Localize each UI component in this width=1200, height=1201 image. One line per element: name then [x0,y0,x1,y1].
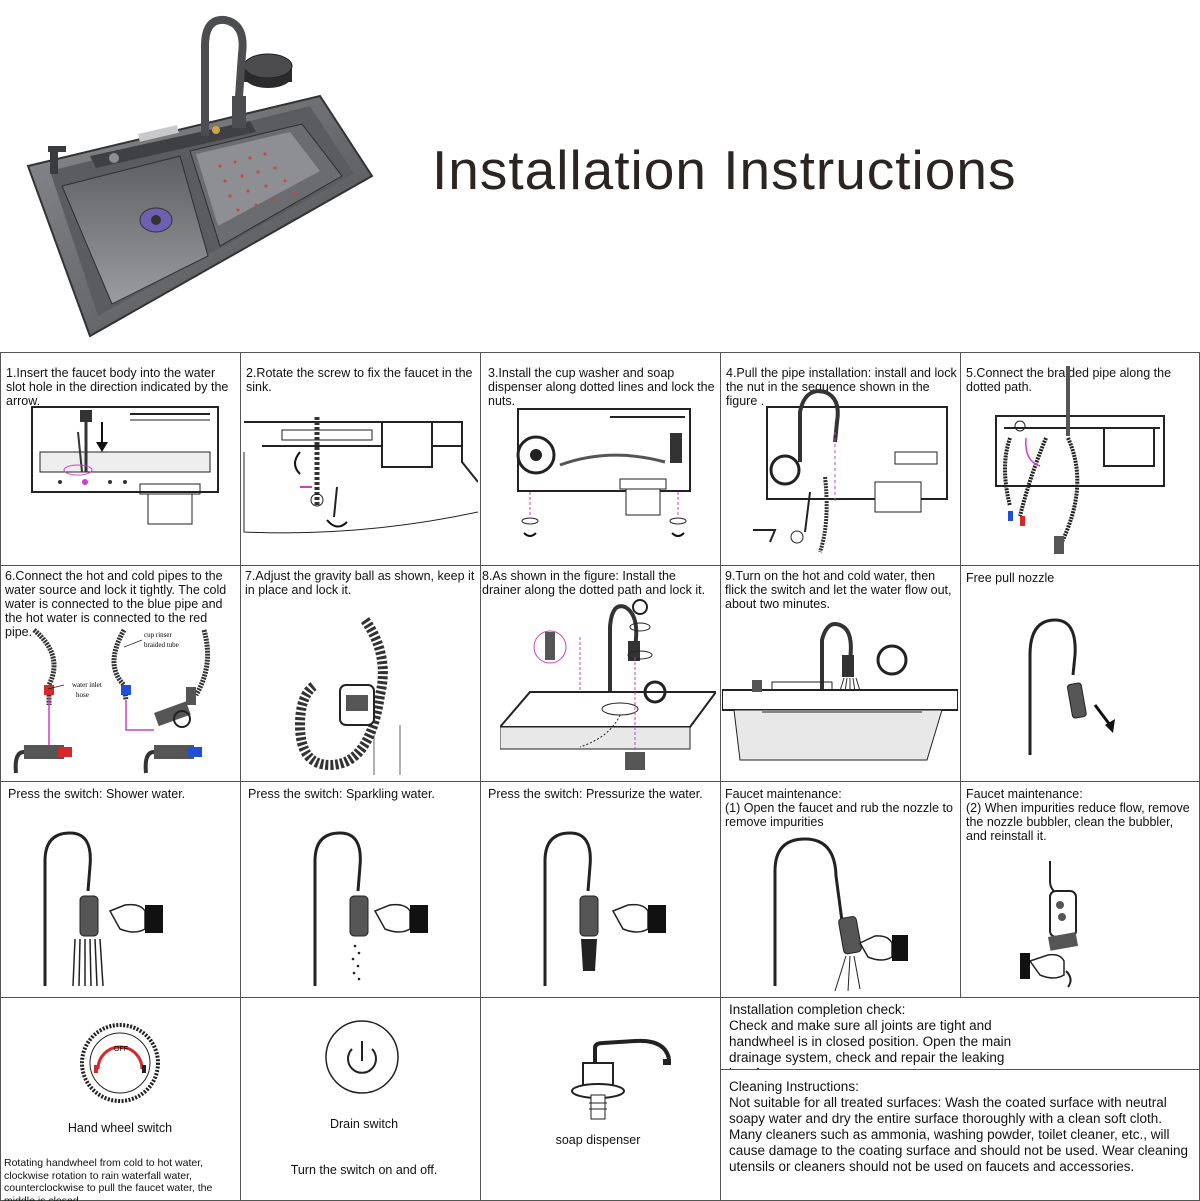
free-pull-nozzle: Free pull nozzle [960,565,1200,781]
step-1-text: 1.Insert the faucet body into the water … [6,366,229,408]
maintenance-2: Faucet maintenance: (2) When impurities … [960,781,1200,997]
step-4: 4.Pull the pipe installation: install an… [720,352,960,565]
free-pull-nozzle-text: Free pull nozzle [966,571,1055,585]
shower-faucet-illustration [43,831,163,987]
grid-line [0,352,1200,353]
step-7-text: 7.Adjust the gravity ball as shown, keep… [245,569,475,597]
hand-wheel-note: Rotating handwheel from cold to hot wate… [4,1157,213,1201]
step-7: 7.Adjust the gravity ball as shown, keep… [240,565,480,781]
step-2-text: 2.Rotate the screw to fix the faucet in … [246,366,473,394]
step-9-text: 9.Turn on the hot and cold water, then f… [725,569,952,611]
step-8-text: 8.As shown in the figure: Install the dr… [482,569,706,597]
grid-line [0,781,1200,782]
step-8: 8.As shown in the figure: Install the dr… [480,565,720,781]
grid-line [0,565,1200,566]
soap-dispenser-label: soap dispenser [555,1133,641,1147]
cleaning-text: Not suitable for all treated surfaces: W… [729,1095,1189,1174]
grid-line [0,352,1,1201]
hand-wheel-label: Hand wheel switch [67,1121,173,1135]
maintenance-1-text: (1) Open the faucet and rub the nozzle t… [725,801,953,829]
soap-dispenser: soap dispenser [480,997,720,1201]
grid-line [960,352,961,997]
off-label: OFF [114,1046,128,1053]
pressurize-faucet-illustration [543,831,666,986]
shower-water: Press the switch: Shower water. [0,781,240,997]
maintenance-1: Faucet maintenance: (1) Open the faucet … [720,781,960,997]
remove-bubbler-illustration [1020,861,1079,988]
pressurize-water: Press the switch: Pressurize the water. [480,781,720,997]
sink-product-image [26,15,374,338]
instruction-grid: 1.Insert the faucet body into the water … [0,352,1200,1201]
maintenance-2-text: (2) When impurities reduce flow, remove … [966,801,1190,843]
grid-line [720,352,721,1201]
hand-wheel-icon: OFF [80,1023,160,1103]
hot-cold-pipe-illustration: water inlet hose cup rinser braided tube [13,628,211,774]
drain-switch-icon [325,1020,399,1094]
completion-check: Installation completion check: Check and… [720,997,1200,1069]
drainer-install-illustration [500,599,716,770]
gravity-ball-illustration [294,617,401,775]
soap-dispenser-icon [571,1038,671,1120]
pipe-installation-illustration [753,389,948,553]
step-1: 1.Insert the faucet body into the water … [0,352,240,565]
maintenance-2-title: Faucet maintenance: [966,787,1083,801]
sink-faucet-insert-illustration [31,406,219,525]
cup-washer-illustration [516,408,691,537]
braided-pipe-illustration [995,366,1165,554]
water-inlet-label: water inlet [72,681,102,689]
hose-label: hose [76,691,89,699]
cleaning-instructions: Cleaning Instructions: Not suitable for … [720,1069,1200,1200]
completion-check-text: Check and make sure all joints are tight… [729,1018,1012,1069]
header: Installation Instructions [0,0,1200,352]
drain-switch-note: Turn the switch on and off. [290,1163,438,1177]
completion-check-title: Installation completion check: [729,1002,906,1017]
step-3: 3.Install the cup washer and soap dispen… [480,352,720,565]
step-5: 5.Connect the braided pipe along the dot… [960,352,1200,565]
pull-nozzle-illustration [1028,618,1115,755]
braided-tube-label: braided tube [144,641,179,649]
step-3-text: 3.Install the cup washer and soap dispen… [488,366,715,408]
pressurize-water-text: Press the switch: Pressurize the water. [488,787,703,801]
page-title: Installation Instructions [432,139,1017,201]
grid-line [720,1069,1200,1070]
screw-fix-illustration [243,417,478,534]
step-6-text: 6.Connect the hot and cold pipes to the … [5,569,227,639]
rub-nozzle-illustration [773,837,908,991]
hand-wheel-switch: OFF Hand wheel switch Rotating handwheel… [0,997,240,1201]
sparkling-water: Press the switch: Sparkling water. [240,781,480,997]
step-4-text: 4.Pull the pipe installation: install an… [726,366,957,408]
maintenance-1-title: Faucet maintenance: [725,787,842,801]
sparkling-faucet-illustration [313,831,428,986]
cleaning-title: Cleaning Instructions: [729,1079,859,1094]
sparkling-water-text: Press the switch: Sparkling water. [248,787,435,801]
grid-line [0,997,1200,998]
step-2: 2.Rotate the screw to fix the faucet in … [240,352,480,565]
grid-line [240,352,241,1201]
drain-switch: Drain switch Turn the switch on and off. [240,997,480,1201]
shower-water-text: Press the switch: Shower water. [8,787,186,801]
water-flow-illustration [722,622,958,761]
grid-line [480,352,481,1201]
step-6: 6.Connect the hot and cold pipes to the … [0,565,240,781]
cup-rinser-label: cup rinser [144,631,172,639]
drain-switch-label: Drain switch [329,1117,399,1131]
step-9: 9.Turn on the hot and cold water, then f… [720,565,960,781]
